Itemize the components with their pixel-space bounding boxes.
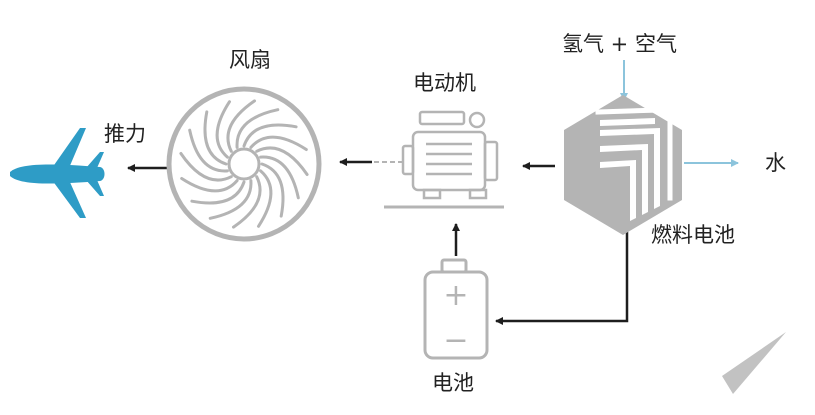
fan-blade <box>249 135 308 151</box>
airplane-icon <box>10 128 105 218</box>
fan-icon <box>166 86 322 242</box>
fan-blade <box>188 128 229 173</box>
battery-plus-sign: + <box>443 278 468 313</box>
thrust-label: 推力 <box>104 122 146 146</box>
fan-blade <box>232 175 262 229</box>
fan-blade <box>242 123 298 148</box>
inputs-label: 氢气 + 空气 <box>562 32 677 56</box>
fan-blade <box>203 110 228 166</box>
fuel-cell-label: 燃料电池 <box>651 223 735 247</box>
fan-label: 风扇 <box>229 48 271 72</box>
motor-icon <box>384 110 504 209</box>
fan-blade <box>260 162 285 218</box>
fan-blade <box>208 179 253 220</box>
fan-blade <box>180 177 239 193</box>
fan-blade <box>226 99 256 153</box>
motor-label: 电动机 <box>413 71 476 95</box>
fan-blade <box>255 146 309 176</box>
battery-label: 电池 <box>432 371 474 395</box>
battery-minus-sign: − <box>443 323 468 358</box>
fan-blade <box>179 152 233 182</box>
fan-blade <box>235 108 280 149</box>
fan-blade <box>190 180 246 205</box>
fan-blade <box>259 155 300 200</box>
fuel-cell-icon <box>564 95 682 235</box>
page-corner-mark <box>722 332 786 394</box>
water-label: 水 <box>765 151 786 175</box>
fan-blade <box>215 100 231 159</box>
fan-blade <box>257 169 273 228</box>
fuelcell-to-battery-line <box>495 230 629 325</box>
battery-icon <box>423 258 489 360</box>
